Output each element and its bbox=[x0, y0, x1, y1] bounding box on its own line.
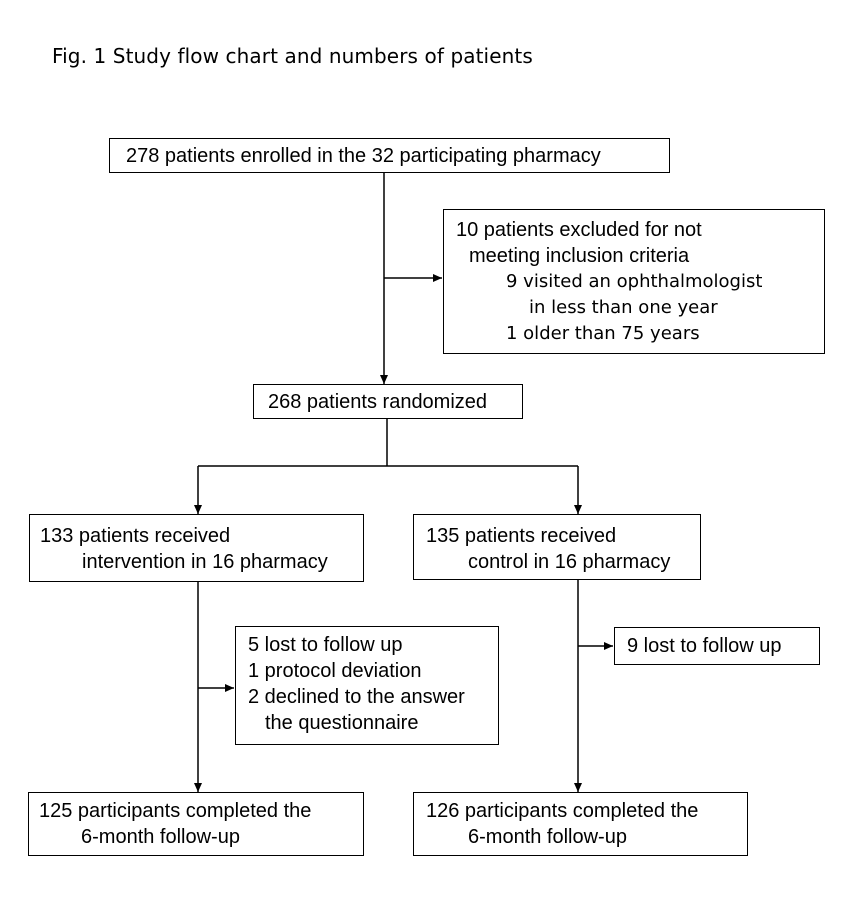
box-line: 126 participants completed the bbox=[426, 800, 699, 822]
box-line: in less than one year bbox=[529, 297, 718, 318]
box-excluded: 10 patients excluded for not meeting inc… bbox=[443, 209, 825, 354]
figure-caption: Fig. 1 Study flow chart and numbers of p… bbox=[52, 44, 533, 68]
box-line: 9 lost to follow up bbox=[627, 635, 782, 657]
box-intervention-lost: 5 lost to follow up 1 protocol deviation… bbox=[235, 626, 499, 745]
box-enrolled: 278 patients enrolled in the 32 particip… bbox=[109, 138, 670, 173]
box-line: 278 patients enrolled in the 32 particip… bbox=[126, 145, 601, 167]
box-line: 133 patients received bbox=[40, 525, 231, 547]
box-control: 135 patients received control in 16 phar… bbox=[413, 514, 701, 580]
box-randomized: 268 patients randomized bbox=[253, 384, 523, 419]
box-line: control in 16 pharmacy bbox=[468, 551, 671, 573]
box-line: 125 participants completed the bbox=[39, 800, 312, 822]
box-control-lost: 9 lost to follow up bbox=[614, 627, 820, 665]
box-line: 9 visited an ophthalmologist bbox=[506, 271, 763, 292]
box-line: 10 patients excluded for not bbox=[456, 219, 702, 241]
box-line: 5 lost to follow up bbox=[248, 634, 403, 656]
box-line: 1 protocol deviation bbox=[248, 660, 422, 682]
box-line: 268 patients randomized bbox=[268, 391, 488, 413]
box-line: 135 patients received bbox=[426, 525, 617, 547]
box-control-completed: 126 participants completed the 6-month f… bbox=[413, 792, 748, 856]
box-line: intervention in 16 pharmacy bbox=[82, 551, 328, 573]
box-intervention-completed: 125 participants completed the 6-month f… bbox=[28, 792, 364, 856]
box-line: 1 older than 75 years bbox=[506, 323, 700, 344]
box-line: 6-month follow-up bbox=[468, 826, 627, 848]
box-line: 2 declined to the answer bbox=[248, 686, 465, 708]
box-line: 6-month follow-up bbox=[81, 826, 240, 848]
box-line: the questionnaire bbox=[265, 712, 419, 734]
box-intervention: 133 patients received intervention in 16… bbox=[29, 514, 364, 582]
box-line: meeting inclusion criteria bbox=[469, 245, 690, 267]
